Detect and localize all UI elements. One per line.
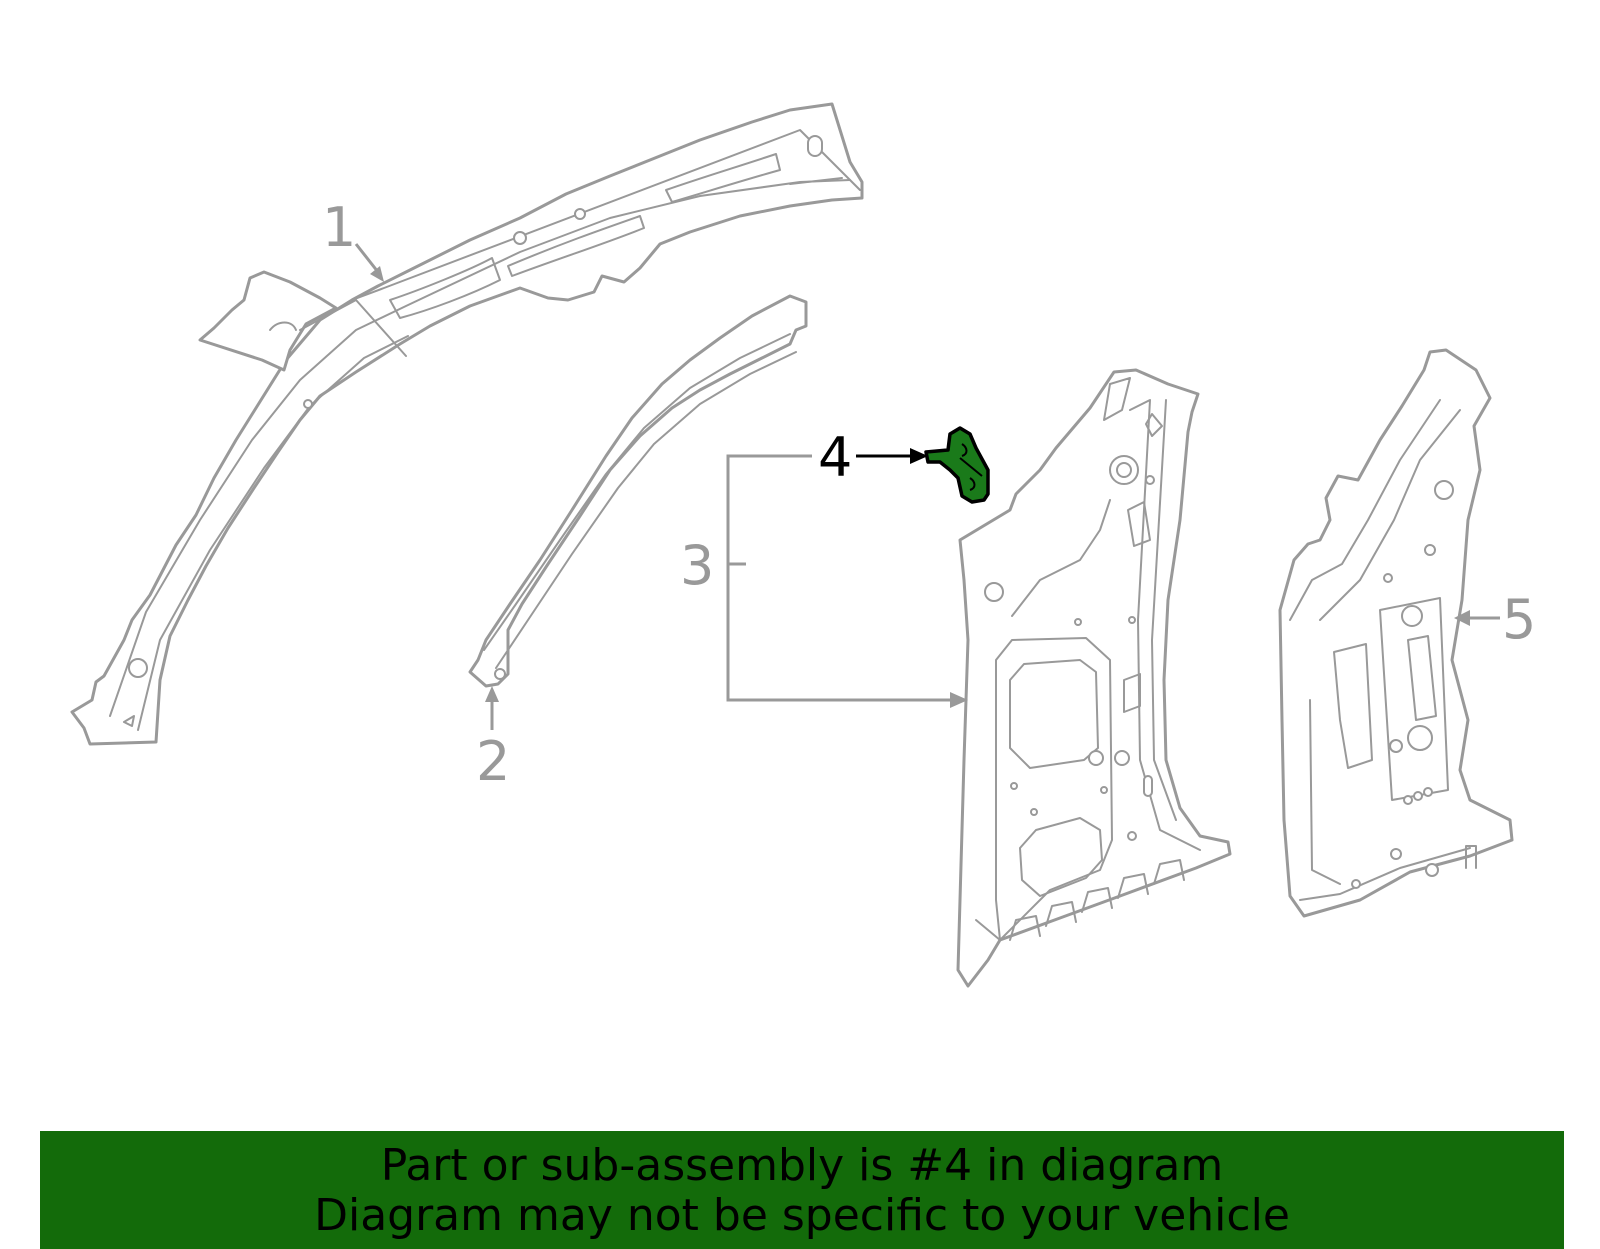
leader-5 [1454, 610, 1500, 626]
callout-4: 4 [818, 426, 852, 489]
callout-5: 5 [1502, 588, 1536, 651]
leader-1 [354, 243, 384, 282]
leader-2 [485, 686, 499, 730]
leader-4 [856, 448, 928, 464]
part-1-roof-rail[interactable] [70, 102, 864, 746]
footer-line-part-info: Part or sub-assembly is #4 in diagram [380, 1140, 1224, 1191]
part-2-inner-rail[interactable] [468, 294, 808, 688]
footer-line-disclaimer: Diagram may not be specific to your vehi… [314, 1190, 1290, 1241]
part-4-bracket-highlighted[interactable] [924, 426, 990, 504]
callout-1: 1 [322, 196, 356, 259]
part-5-pillar-reinforcement[interactable] [1278, 348, 1514, 918]
footer-banner: Part or sub-assembly is #4 in diagram Di… [40, 1131, 1564, 1249]
leader-3-bracket [726, 454, 968, 708]
callout-2: 2 [476, 730, 510, 793]
callout-3: 3 [680, 534, 714, 597]
part-3-center-pillar[interactable] [956, 368, 1232, 988]
